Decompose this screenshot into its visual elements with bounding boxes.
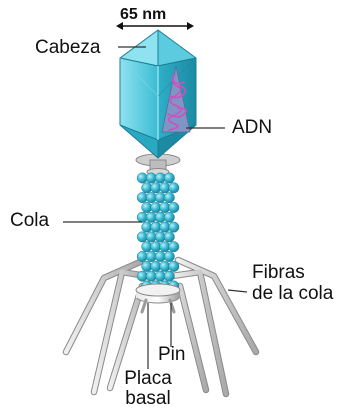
tail-bead [164,251,174,261]
tail-bead [164,271,174,281]
tail-fibers-label-line2: de la cola [252,284,333,304]
tail-bead [164,232,174,242]
tail-bead [169,202,179,212]
pin-label: Pin [158,345,185,365]
tail-bead [164,173,174,183]
tail-bead [169,242,179,252]
tail-label: Cola [10,211,49,231]
tail-bead [169,222,179,232]
tail-bead [169,183,179,193]
tail-sheath [137,173,179,291]
tail-bead [169,261,179,271]
scale-label: 65 nm [120,5,166,25]
baseplate-label-line2: basal [116,389,180,409]
dna-label: ADN [232,118,272,138]
base-plate [136,284,180,303]
head-label: Cabeza [35,38,101,58]
baseplate-label-line1: Placa [116,369,180,389]
tail-bead [164,212,174,222]
tail-bead [164,192,174,202]
tail-fibers-label-line1: Fibras [252,263,305,283]
